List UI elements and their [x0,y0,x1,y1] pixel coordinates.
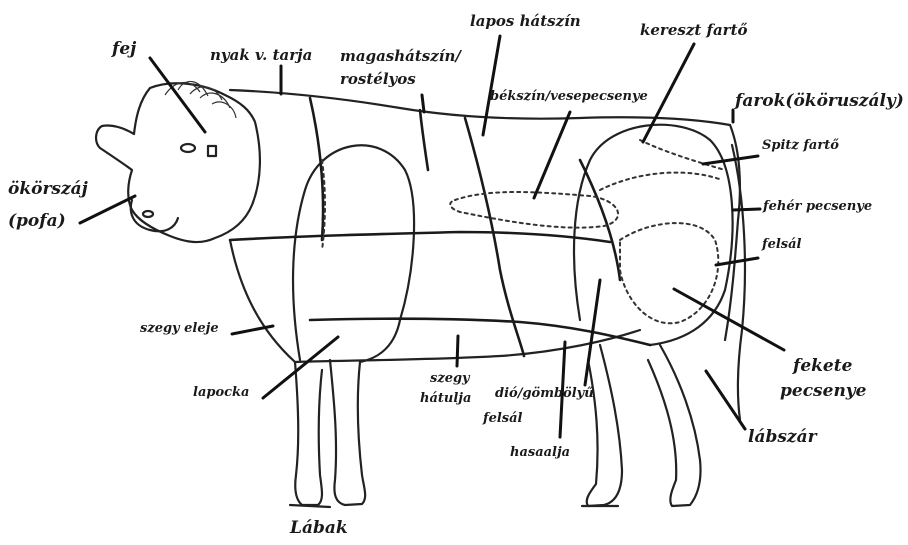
label-okorszaj-2: (pofa) [8,212,66,232]
label-dio-2: felsál [483,412,522,427]
label-szegy-hatulja-1: szegy [430,372,470,387]
pointer-magashatszin [422,95,424,112]
pointer-felsal [716,258,758,265]
label-okorszaj-1: ökörszáj [8,180,88,200]
pointer-fej [150,58,205,132]
cow-shoulder [293,145,414,362]
label-fekete-1: fekete [793,357,852,377]
label-magashatszin-2: rostélyos [340,71,416,88]
pointer-lapos [483,36,500,135]
label-farok: farok(ököruszály) [735,92,904,112]
cow-eye-right [208,146,216,156]
label-spitz-farto: Spitz fartő [762,139,839,154]
cow-eye [181,144,195,152]
label-labak: Lábak [290,519,348,539]
label-bekszin: békszín/vesepecsenye [490,90,648,105]
label-magashatszin-1: magashátszín/ [340,48,461,65]
cow-hind-leg-1 [587,345,622,506]
cut-mid-horizontal [230,232,610,242]
cow-hind-leg-2 [648,345,701,506]
cow-thigh [574,125,733,345]
pointer-lapocka [263,337,338,398]
dotted-felsal [620,223,718,323]
pointer-feher [733,209,760,210]
pointer-szegy-hatulja [457,336,458,366]
cow-hair [165,81,236,118]
label-fej: fej [112,40,136,60]
dotted-rump [640,140,725,170]
dotted-thigh [600,173,722,190]
cow-front-leg-2 [330,360,365,505]
label-szegy-hatulja-2: hátulja [420,392,471,407]
label-fekete-2: pecsenye [780,382,867,402]
cow-belly [230,240,640,362]
cow-muzzle [131,200,178,231]
cow-outline [96,81,745,507]
label-kereszt-farto: kereszt fartő [640,22,748,39]
label-nyak: nyak v. tarja [210,47,312,64]
cow-nostril [143,211,153,217]
label-felsal: felsál [762,238,801,253]
label-labszar: lábszár [748,428,817,448]
cow-front-leg-1 [295,362,322,505]
pointer-bekszin [534,112,570,198]
pointer-okorszaj [80,196,135,223]
label-feher-pecsenye: fehér pecsenye [763,200,872,215]
dotted-cuts [322,140,725,323]
label-hasaalja: hasaalja [510,446,570,461]
cut-rib-2 [420,110,428,170]
cut-hip [580,160,620,280]
label-szegy-eleje: szegy eleje [140,322,219,337]
pointer-spitz [703,156,758,164]
cow-hoof-1 [290,505,330,507]
label-dio-1: dió/gömbölyű [495,387,594,402]
label-lapos-hatszin: lapos hátszín [470,13,581,30]
cut-lines [230,98,650,356]
pointer-fekete [674,289,784,350]
label-lapocka: lapocka [193,386,249,401]
cow-tail [732,145,745,420]
